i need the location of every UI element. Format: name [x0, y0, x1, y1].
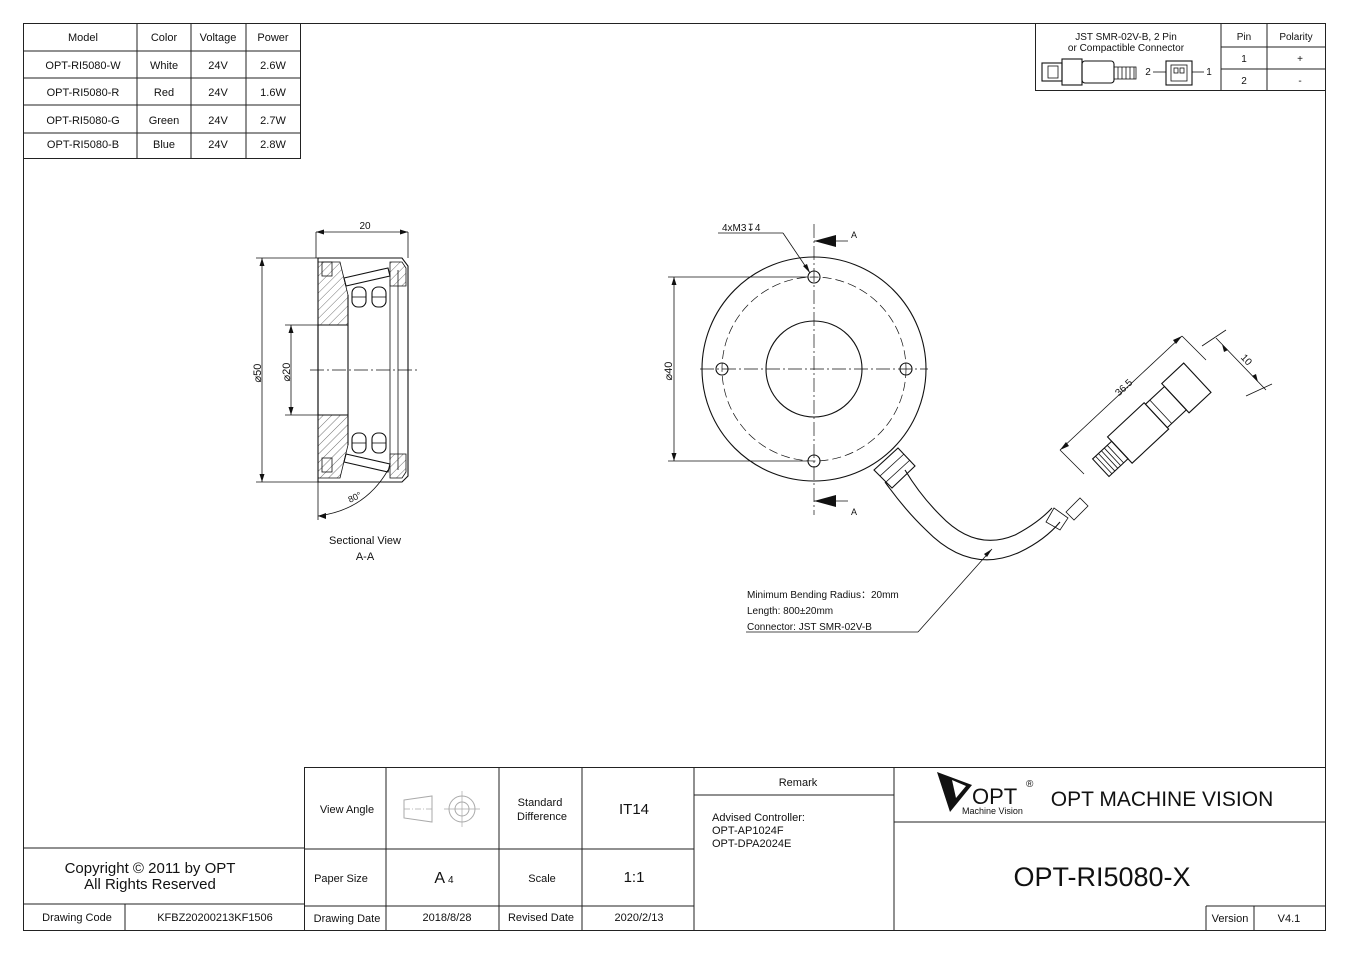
polarity-cell: -: [1298, 76, 1301, 87]
sectional-view: 20 ⌀50 ⌀20: [252, 221, 418, 563]
connector-title-line1: JST SMR-02V-B, 2 Pin: [1075, 32, 1177, 43]
dim-width: 20: [359, 221, 371, 232]
pin-cell: 2: [1241, 76, 1247, 87]
revised-date-label: Revised Date: [508, 912, 574, 924]
connector-title-line2: or Compactible Connector: [1068, 43, 1185, 54]
spec-header-power: Power: [257, 32, 289, 44]
spec-cell: OPT-RI5080-R: [47, 87, 120, 99]
remark-line: OPT-DPA2024E: [712, 838, 791, 850]
logo-subtitle: Machine Vision: [962, 806, 1023, 816]
opt-logo: OPT ® Machine Vision: [937, 772, 1034, 816]
standard-diff-label-2: Difference: [517, 811, 567, 823]
standard-diff-label-1: Standard: [518, 797, 563, 809]
angle-label: 80°: [346, 490, 363, 505]
part-number: OPT-RI5080-X: [1013, 862, 1190, 892]
pin-2-label: 2: [1145, 67, 1151, 78]
spec-cell: OPT-RI5080-W: [45, 60, 121, 72]
revised-date-value: 2020/2/13: [615, 912, 664, 924]
scale-label: Scale: [528, 873, 556, 885]
polarity-cell: +: [1297, 54, 1303, 65]
remark-label: Remark: [779, 777, 818, 789]
note-length: Length: 800±20mm: [747, 606, 833, 617]
pin-header: Pin: [1237, 32, 1251, 43]
hole-callout: 4xM3↧4: [722, 223, 761, 234]
spec-cell: 24V: [208, 87, 228, 99]
paper-size-label: Paper Size: [314, 873, 368, 885]
standard-diff-value: IT14: [619, 801, 649, 818]
scale-value: 1:1: [624, 869, 645, 886]
note-connector: Connector: JST SMR-02V-B: [747, 622, 872, 633]
spec-cell: 24V: [208, 115, 228, 127]
spec-cell: OPT-RI5080-B: [47, 139, 119, 151]
spec-cell: Red: [154, 87, 174, 99]
section-view-title: Sectional View: [329, 535, 401, 547]
remark-line: Advised Controller:: [712, 812, 805, 824]
logo-registered: ®: [1026, 779, 1034, 790]
drawing-code-label: Drawing Code: [42, 912, 112, 924]
spec-cell: 2.8W: [260, 139, 286, 151]
spec-cell: 1.6W: [260, 87, 286, 99]
spec-cell: 24V: [208, 60, 228, 72]
view-angle-label: View Angle: [320, 804, 374, 816]
dim-inner-dia: ⌀20: [281, 363, 293, 382]
spec-header-voltage: Voltage: [200, 32, 237, 44]
connector-sketch: 2 1: [1041, 58, 1212, 86]
connector-table: JST SMR-02V-B, 2 Pin or Compactible Conn…: [1035, 23, 1326, 91]
spec-header-color: Color: [151, 32, 178, 44]
section-mark-top: A: [851, 230, 857, 240]
logo-text: OPT: [972, 784, 1017, 809]
section-mark-bottom: A: [851, 507, 857, 517]
projection-symbol-icon: [403, 791, 480, 827]
copyright-line2: All Rights Reserved: [84, 876, 216, 893]
front-view: 4xM3↧4 A A ⌀40: [663, 223, 1273, 633]
spec-cell: Blue: [153, 139, 175, 151]
spec-cell: White: [150, 60, 178, 72]
title-block: Copyright © 2011 by OPT All Rights Reser…: [23, 767, 1326, 931]
spec-cell: OPT-RI5080-G: [46, 115, 119, 127]
version-label: Version: [1212, 913, 1249, 925]
spec-cell: 24V: [208, 139, 228, 151]
spec-table: Model Color Voltage Power OPT-RI5080-W W…: [23, 23, 301, 159]
polarity-header: Polarity: [1279, 32, 1312, 43]
company-name: OPT MACHINE VISION: [1051, 788, 1273, 811]
spec-cell: Green: [149, 115, 180, 127]
dim-connector-width: 10: [1238, 352, 1254, 368]
spec-cell: 2.7W: [260, 115, 286, 127]
remark-line: OPT-AP1024F: [712, 825, 784, 837]
pin-cell: 1: [1241, 54, 1247, 65]
version-value: V4.1: [1278, 913, 1301, 925]
pin-1-label: 1: [1206, 67, 1212, 78]
copyright-line1: Copyright © 2011 by OPT: [65, 860, 236, 877]
note-bend-radius: Minimum Bending Radius：20mm: [747, 590, 899, 601]
dim-outer-dia: ⌀50: [252, 364, 264, 383]
spec-cell: 2.6W: [260, 60, 286, 72]
dim-pcd: ⌀40: [663, 362, 675, 381]
spec-header-model: Model: [68, 32, 98, 44]
drawing-code-value: KFBZ20200213KF1506: [157, 912, 273, 924]
drawing-date-label: Drawing Date: [314, 913, 381, 925]
section-view-subtitle: A-A: [356, 551, 375, 563]
dim-cable-length: 36.5: [1113, 377, 1135, 399]
drawing-date-value: 2018/8/28: [423, 912, 472, 924]
